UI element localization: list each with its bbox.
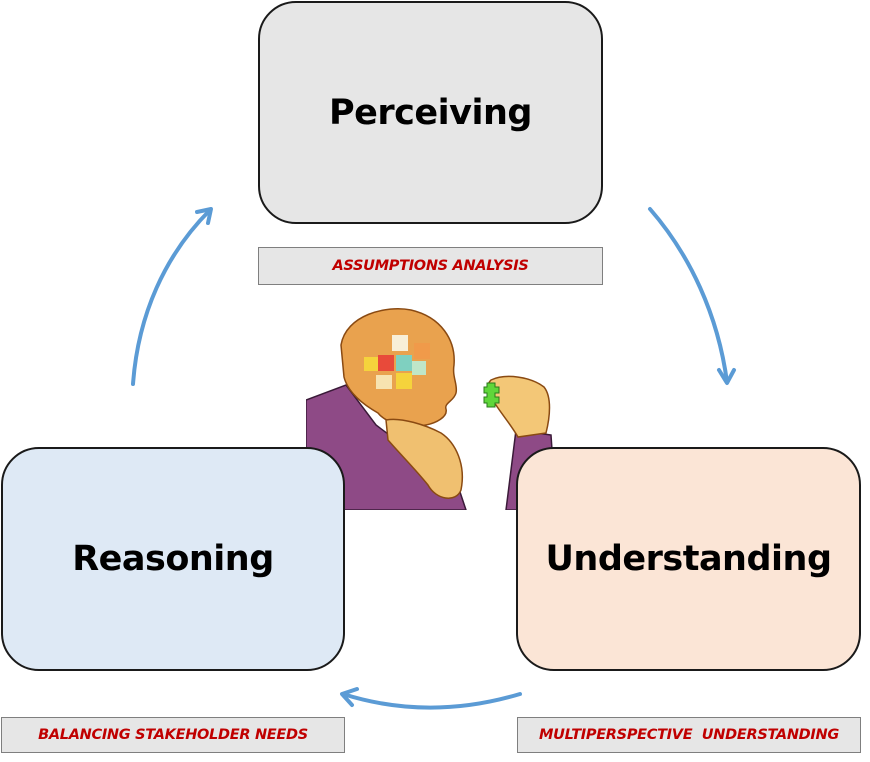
puzzle-piece-teal <box>396 355 412 371</box>
label-text-multiperspective-understanding: MULTIPERSPECTIVE UNDERSTANDING <box>539 727 839 743</box>
thinker-illustration <box>306 308 556 510</box>
puzzle-piece-red <box>378 355 394 371</box>
arrowhead-down-icon <box>717 368 736 385</box>
puzzle-piece-mint <box>412 361 426 375</box>
puzzle-piece-yellow-2 <box>396 373 412 389</box>
arrow-perceiving-to-understanding <box>648 207 729 384</box>
label-text-assumptions-analysis: ASSUMPTIONS ANALYSIS <box>332 258 529 274</box>
stage-label-multiperspective-understanding: MULTIPERSPECTIVE UNDERSTANDING <box>517 717 861 753</box>
stage-label-balancing-stakeholder-needs: BALANCING STAKEHOLDER NEEDS <box>1 717 345 753</box>
stage-title-understanding: Understanding <box>545 539 832 579</box>
green-puzzle-piece-icon <box>483 382 500 408</box>
arrow-reasoning-to-perceiving <box>131 208 212 386</box>
stage-title-reasoning: Reasoning <box>72 539 274 579</box>
stage-box-reasoning: Reasoning <box>1 447 345 671</box>
stage-title-perceiving: Perceiving <box>329 92 532 133</box>
puzzle-piece-yellow-1 <box>364 357 378 371</box>
chin-hand <box>385 418 463 499</box>
puzzle-piece-pale-1 <box>392 335 408 351</box>
stage-box-understanding: Understanding <box>516 447 861 671</box>
stage-label-assumptions-analysis: ASSUMPTIONS ANALYSIS <box>258 247 603 285</box>
arrowhead-up-right-icon <box>195 207 213 225</box>
arrowhead-left-icon <box>340 687 359 707</box>
label-text-balancing-stakeholder-needs: BALANCING STAKEHOLDER NEEDS <box>38 727 308 743</box>
puzzle-piece-pale-2 <box>376 375 392 389</box>
puzzle-piece-orange <box>414 343 430 359</box>
stage-box-perceiving: Perceiving <box>258 1 603 224</box>
arrow-understanding-to-reasoning <box>341 692 522 710</box>
